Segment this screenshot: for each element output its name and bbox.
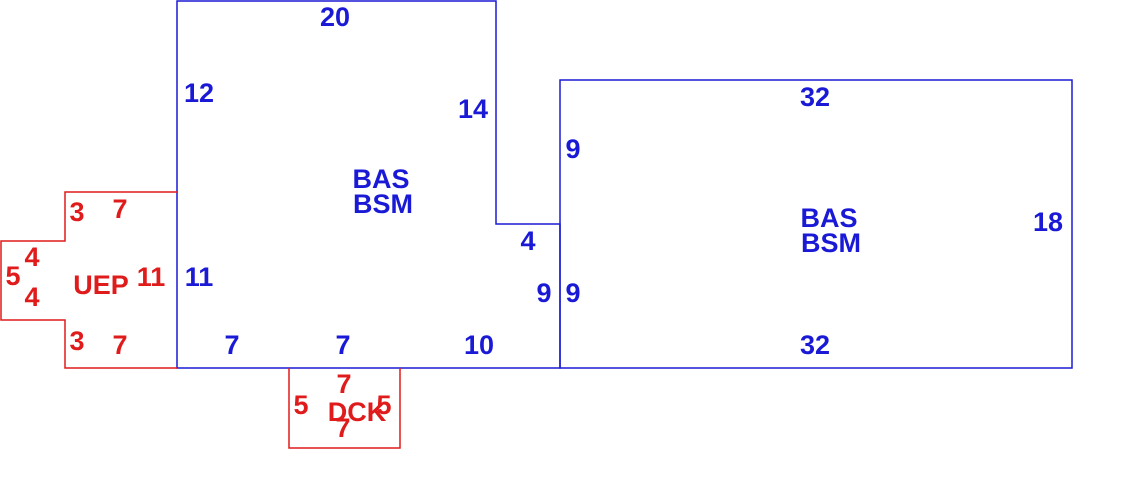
main-left-dim-connector: 4 bbox=[520, 226, 535, 256]
main-left-dim-top: 20 bbox=[320, 2, 350, 32]
uep-dim-right: 11 bbox=[137, 262, 166, 292]
uep-dim-top: 7 bbox=[112, 194, 127, 224]
main-left-dim-bottom-right: 10 bbox=[464, 330, 494, 360]
main-left-label-bas: BAS bbox=[352, 164, 409, 194]
uep-dim-bottom-step: 3 bbox=[69, 326, 84, 356]
main-right-section: BAS BSM 32 9 9 18 32 bbox=[559, 79, 1073, 369]
main-left-dim-right-lower: 9 bbox=[536, 278, 551, 308]
dck-dim-top: 7 bbox=[336, 369, 351, 399]
dck-dim-right: 5 bbox=[376, 390, 391, 420]
main-right-dim-right: 18 bbox=[1033, 207, 1063, 237]
main-left-dim-left-lower: 11 bbox=[185, 262, 214, 292]
main-left-dim-bottom-left: 7 bbox=[224, 330, 239, 360]
uep-section: UEP 3 7 4 5 4 11 3 7 bbox=[0, 191, 177, 369]
main-left-dim-bottom-mid: 7 bbox=[335, 330, 350, 360]
uep-dim-left-lower: 4 bbox=[24, 282, 39, 312]
main-left-dim-left-upper: 12 bbox=[184, 78, 214, 108]
main-left-dim-right-upper: 14 bbox=[458, 94, 488, 124]
main-right-dim-bottom: 32 bbox=[800, 330, 830, 360]
uep-dim-left-upper: 4 bbox=[24, 242, 39, 272]
dck-label: DCK bbox=[328, 397, 387, 427]
main-left-label-bsm: BSM bbox=[353, 189, 413, 219]
main-right-outline bbox=[559, 79, 1073, 369]
dck-dim-bottom: 7 bbox=[335, 413, 350, 443]
uep-dim-top-step: 3 bbox=[69, 197, 84, 227]
uep-outline bbox=[0, 191, 177, 369]
dck-outline bbox=[288, 368, 401, 449]
dck-section: 7 DCK 5 5 7 bbox=[288, 368, 401, 449]
main-right-label-bas: BAS bbox=[800, 203, 857, 233]
main-right-dim-top: 32 bbox=[800, 82, 830, 112]
main-right-dim-left-upper: 9 bbox=[565, 134, 580, 164]
main-right-dim-left-lower: 9 bbox=[565, 278, 580, 308]
dck-dim-left: 5 bbox=[293, 390, 308, 420]
uep-dim-bottom: 7 bbox=[112, 330, 127, 360]
uep-label: UEP bbox=[73, 270, 129, 300]
main-right-label-bsm: BSM bbox=[801, 228, 861, 258]
main-left-section: BAS BSM 20 12 11 14 4 9 7 7 10 bbox=[176, 0, 561, 369]
uep-dim-left: 5 bbox=[5, 261, 20, 291]
